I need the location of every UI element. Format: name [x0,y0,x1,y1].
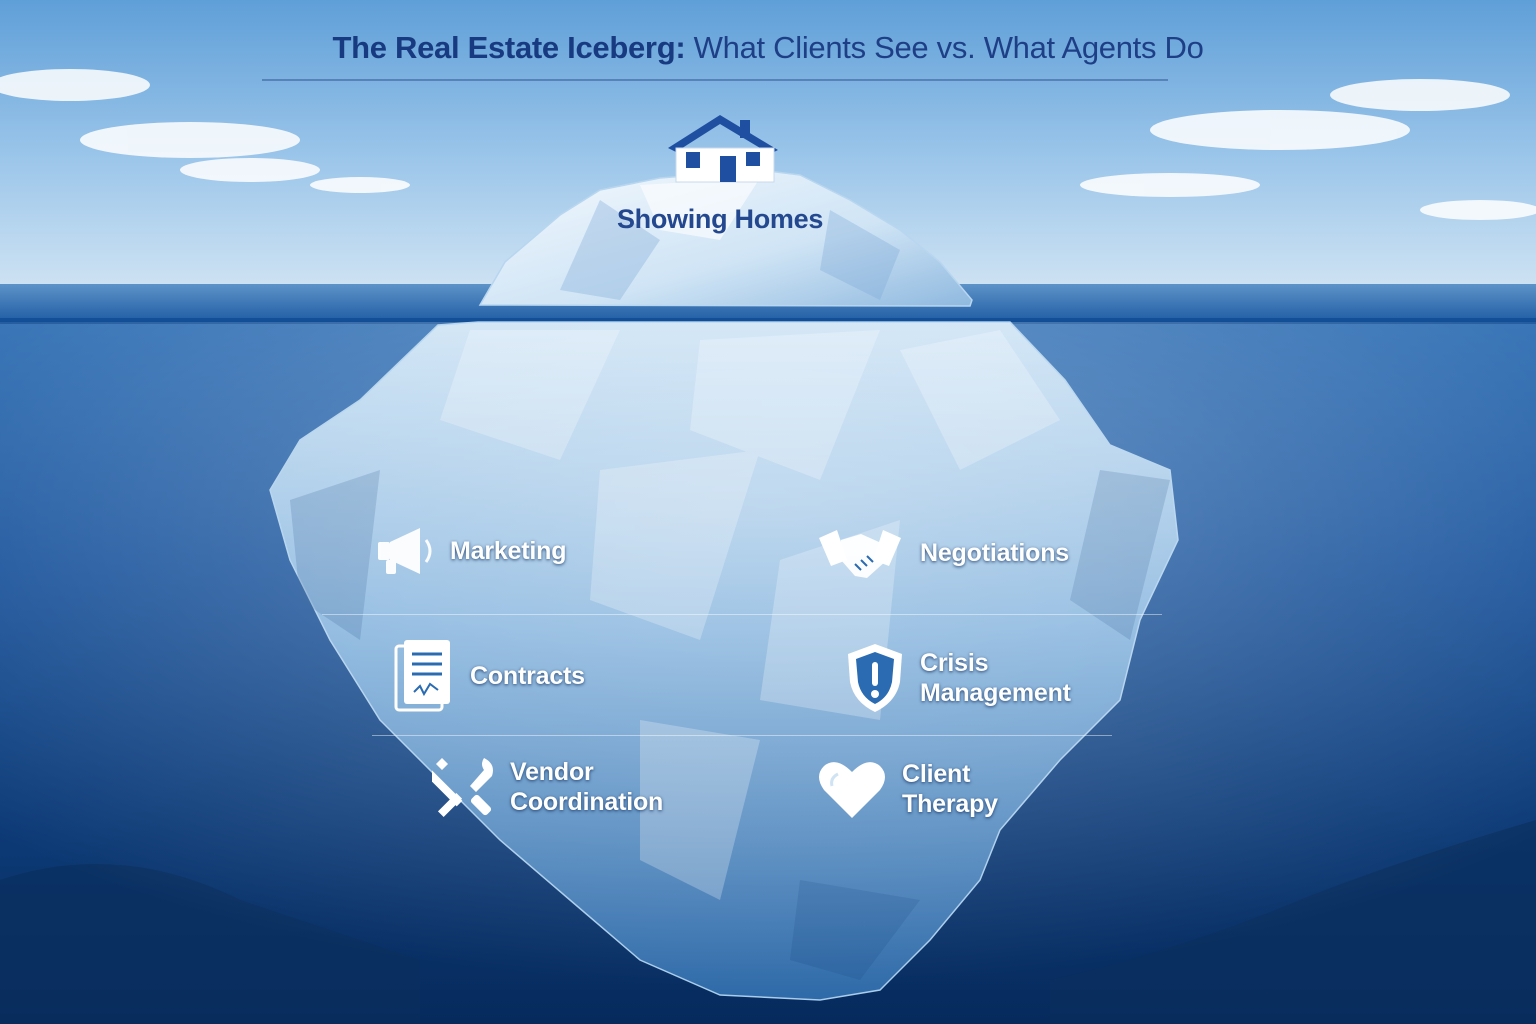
title-bold: The Real Estate Iceberg: [332,30,686,65]
task-label: Marketing [450,537,567,565]
task-contracts: Contracts [392,636,585,716]
iceberg-tip [478,169,973,307]
house-icon [668,115,778,183]
task-label: Negotiations [920,539,1069,567]
megaphone-icon [378,528,432,574]
task-label: Vendor Coordination [510,758,664,816]
task-client-therapy: Client Therapy [814,756,998,822]
title-divider [262,79,1168,81]
task-label: Crisis Management [920,649,1071,707]
task-marketing: Marketing [372,518,566,584]
page-title: The Real Estate Iceberg: What Clients Se… [0,30,1536,66]
row-divider-2 [372,735,1112,736]
handshake-icon [819,530,901,578]
clouds [0,69,1536,220]
task-label: Contracts [470,662,585,690]
row-divider-1 [322,614,1162,615]
task-negotiations: Negotiations [812,520,1069,586]
title-rest: What Clients See vs. What Agents Do [685,30,1204,65]
document-icon [394,640,450,712]
shield-alert-icon [848,644,902,712]
tip-label: Showing Homes [616,204,824,234]
heart-icon [819,762,885,818]
task-vendor-coordination: Vendor Coordination [432,754,663,820]
wrench-screwdriver-icon [432,758,493,818]
task-label: Client Therapy [902,760,998,818]
task-crisis-management: Crisis Management [842,640,1071,716]
